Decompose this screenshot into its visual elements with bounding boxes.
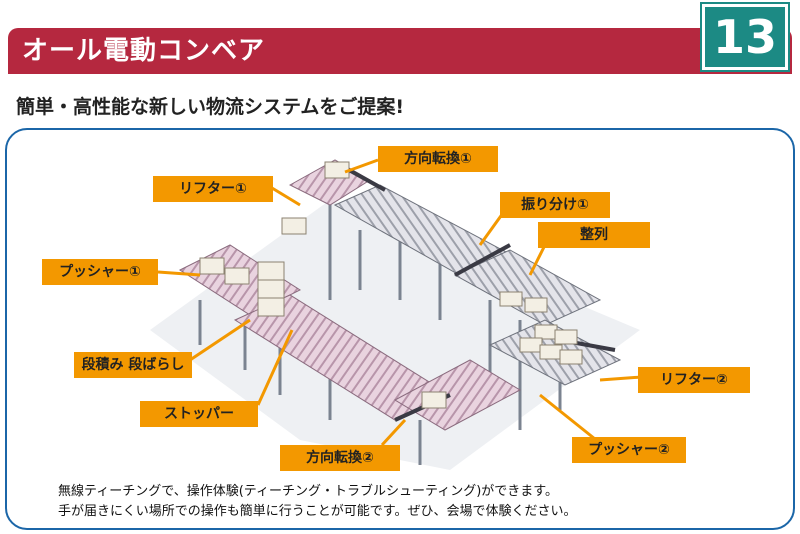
callout-stopper: ストッパー bbox=[140, 401, 258, 427]
number-badge: 13 bbox=[702, 4, 788, 70]
description-line-2: 手が届きにくい場所での操作も簡単に行うことが可能です。ぜひ、会場で体験ください。 bbox=[58, 504, 577, 519]
callout-pusher-1: プッシャー① bbox=[42, 259, 158, 285]
callout-lifter-1: リフター① bbox=[153, 176, 273, 202]
callout-direction-change-1: 方向転換① bbox=[378, 146, 498, 172]
callout-lifter-2: リフター② bbox=[638, 367, 750, 393]
callout-direction-change-2: 方向転換② bbox=[280, 445, 400, 471]
header-bar bbox=[8, 28, 792, 74]
callout-stack-unstack: 段積み 段ばらし bbox=[74, 352, 192, 378]
callout-sorter-1: 振り分け① bbox=[500, 192, 610, 218]
callout-pusher-2: プッシャー② bbox=[572, 437, 686, 463]
description-line-1: 無線ティーチングで、操作体験(ティーチング・トラブルシューティング)ができます。 bbox=[58, 484, 558, 499]
page-title: オール電動コンベア bbox=[22, 36, 266, 66]
callout-align: 整列 bbox=[538, 222, 650, 248]
subtitle: 簡単・高性能な新しい物流システムをご提案! bbox=[16, 96, 405, 118]
